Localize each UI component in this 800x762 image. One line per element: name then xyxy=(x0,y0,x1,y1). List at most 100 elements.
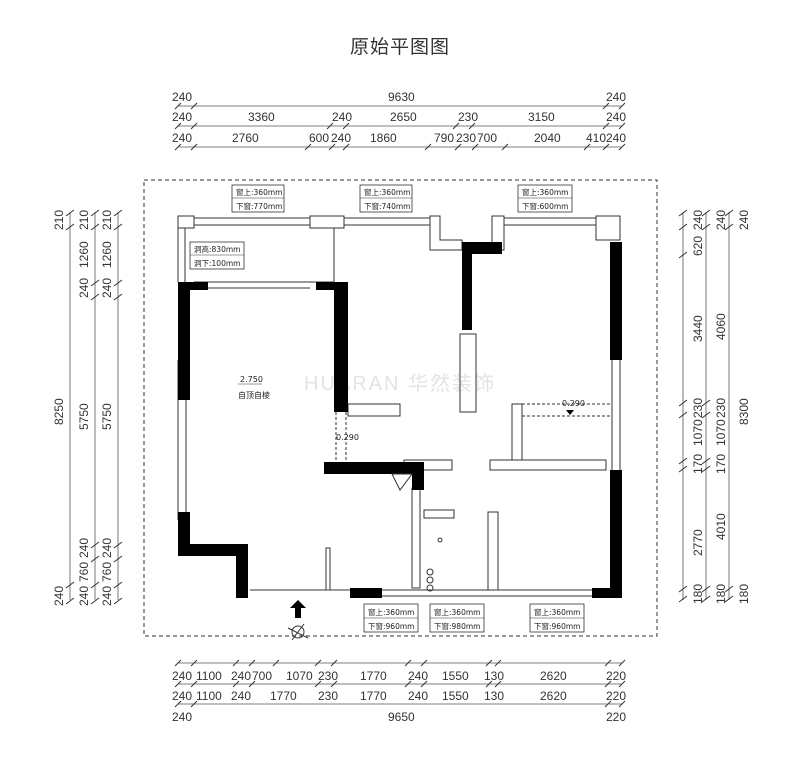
left-c1-0: 210 xyxy=(52,210,66,230)
top-r2-0: 240 xyxy=(172,110,192,124)
left-c2-2: 240 xyxy=(77,278,91,298)
window-1-bottom: 下窗:740mm xyxy=(364,201,410,211)
top-r1-2: 240 xyxy=(606,90,626,104)
walls xyxy=(177,215,622,598)
bot-r1-5: 230 xyxy=(318,669,338,683)
left-c3-0: 210 xyxy=(100,210,114,230)
right-c2-2: 230 xyxy=(714,398,728,418)
top-r2-2: 240 xyxy=(332,110,352,124)
bot-r2-10: 220 xyxy=(606,689,626,703)
bot-r2-2: 240 xyxy=(231,689,251,703)
bot-r2-6: 240 xyxy=(408,689,428,703)
bot-r1-3: 700 xyxy=(252,669,272,683)
window-6-top: 窗上:360mm xyxy=(534,607,580,617)
window-2-bottom: 下窗:600mm xyxy=(522,201,568,211)
left-c2-6: 240 xyxy=(77,586,91,606)
left-c1-1: 8250 xyxy=(52,398,66,425)
page-title: 原始平图图 xyxy=(349,36,450,58)
bot-r3-0: 240 xyxy=(172,710,192,724)
right-c1-6: 2770 xyxy=(691,529,705,556)
right-c3-1: 8300 xyxy=(737,398,751,425)
bot-r1-10: 2620 xyxy=(540,669,567,683)
window-3-bottom: 洞下:100mm xyxy=(194,259,240,268)
watermark-text: HUARAN 华然装饰 xyxy=(304,372,496,395)
window-label-4: 窗上:360mm 下窗:960mm xyxy=(363,603,419,633)
bot-r3-1: 9650 xyxy=(388,710,415,724)
ceiling-note-label: 自顶自棱 xyxy=(238,390,270,400)
window-label-1: 窗上:360mm 下窗:740mm xyxy=(359,184,413,213)
bot-r2-9: 2620 xyxy=(540,689,567,703)
bot-r1-8: 1550 xyxy=(442,669,469,683)
window-4-top: 窗上:360mm xyxy=(368,607,414,617)
right-c2-5: 4010 xyxy=(714,513,728,540)
top-r3-2: 600 xyxy=(309,131,329,145)
window-0-bottom: 下窗:770mm xyxy=(236,201,282,211)
bot-r2-5: 1770 xyxy=(360,689,387,703)
bot-r1-2: 240 xyxy=(231,669,251,683)
window-label-6: 窗上:360mm 下窗:960mm xyxy=(529,603,585,633)
bot-r1-4: 1070 xyxy=(286,669,313,683)
top-r3-5: 790 xyxy=(434,131,454,145)
left-c2-1: 1260 xyxy=(77,241,91,268)
window-5-top: 窗上:360mm xyxy=(434,607,480,617)
bot-r2-3: 1770 xyxy=(270,689,297,703)
entrance-arrow-icon xyxy=(290,600,306,618)
top-r2-1: 3360 xyxy=(248,110,275,124)
top-dimensions: 240 9630 240 240 3360 240 2650 230 3150 … xyxy=(172,90,626,151)
top-r3-6: 230 xyxy=(456,131,476,145)
left-c3-3: 5750 xyxy=(100,403,114,430)
top-r3-8: 2040 xyxy=(534,131,561,145)
right-c1-1: 620 xyxy=(691,236,705,256)
left-c2-4: 240 xyxy=(77,538,91,558)
top-r2-5: 3150 xyxy=(528,110,555,124)
bot-r2-1: 1100 xyxy=(196,689,222,703)
top-r3-10: 240 xyxy=(606,131,626,145)
entrance-figure-icon xyxy=(287,623,309,641)
bot-r1-1: 1100 xyxy=(196,669,222,683)
beam-label-2: 0.290 xyxy=(562,399,585,408)
top-r3-4: 1860 xyxy=(370,131,397,145)
bot-r2-4: 230 xyxy=(318,689,338,703)
left-c3-2: 240 xyxy=(100,278,114,298)
beam-label-1: 0.290 xyxy=(336,433,359,442)
left-c3-5: 760 xyxy=(100,562,114,582)
bot-r2-7: 1550 xyxy=(442,689,469,703)
bot-r1-11: 220 xyxy=(606,669,626,683)
right-c2-6: 180 xyxy=(714,584,728,604)
top-r3-0: 240 xyxy=(172,131,192,145)
right-c1-0: 240 xyxy=(691,210,705,230)
window-label-3: 洞高:830mm 洞下:100mm xyxy=(189,241,245,270)
top-r2-6: 240 xyxy=(606,110,626,124)
right-c1-2: 3440 xyxy=(691,315,705,342)
window-label-2: 窗上:360mm 下窗:600mm xyxy=(517,184,573,213)
bot-r2-8: 130 xyxy=(484,689,504,703)
bot-r1-0: 240 xyxy=(172,669,192,683)
top-r3-3: 240 xyxy=(331,131,351,145)
bottom-dimensions: 240 1100 240 700 1070 230 1770 240 1550 … xyxy=(172,659,626,724)
top-r3-7: 700 xyxy=(477,131,497,145)
window-4-bottom: 下窗:960mm xyxy=(368,621,414,631)
left-dimensions: 210 8250 240 210 1260 240 5750 240 760 2… xyxy=(52,209,123,606)
left-c2-0: 210 xyxy=(77,210,91,230)
right-c1-5: 170 xyxy=(691,454,705,474)
right-c3-0: 240 xyxy=(737,210,751,230)
right-c2-1: 4060 xyxy=(714,313,728,340)
right-c3-2: 180 xyxy=(737,584,751,604)
top-r1-0: 240 xyxy=(172,90,192,104)
plan-boundary xyxy=(143,179,658,637)
left-c1-2: 240 xyxy=(52,586,66,606)
window-5-bottom: 下窗:980mm xyxy=(434,621,480,631)
bot-r2-0: 240 xyxy=(172,689,192,703)
window-2-top: 窗上:360mm xyxy=(522,187,568,197)
right-c1-4: 1070 xyxy=(691,419,705,446)
top-r3-1: 2760 xyxy=(232,131,259,145)
left-c2-5: 760 xyxy=(77,562,91,582)
bot-r1-7: 240 xyxy=(408,669,428,683)
top-r2-3: 2650 xyxy=(390,110,417,124)
top-r2-4: 230 xyxy=(458,110,478,124)
left-c3-6: 240 xyxy=(100,586,114,606)
right-c2-0: 240 xyxy=(714,210,728,230)
right-c2-3: 1070 xyxy=(714,419,728,446)
window-3-top: 洞高:830mm xyxy=(194,244,240,254)
window-label-0: 窗上:360mm 下窗:770mm xyxy=(231,184,285,213)
